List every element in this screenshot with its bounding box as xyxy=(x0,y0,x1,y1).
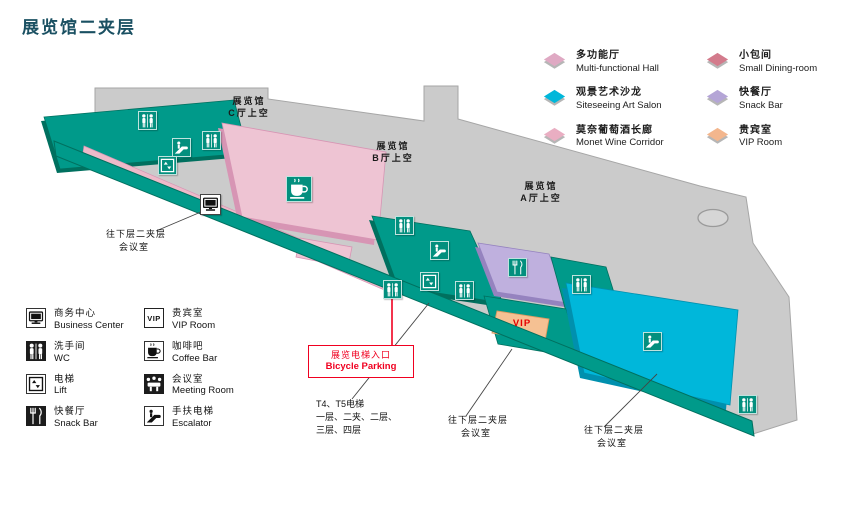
multifunctional-hall-swatch xyxy=(540,50,576,70)
legend-en: Snack Bar xyxy=(54,418,98,430)
small-dining-room-swatch xyxy=(703,50,739,70)
legend-en: Siteseeing Art Salon xyxy=(576,99,662,111)
legend-zh: 多功能厅 xyxy=(576,50,620,61)
art-salon-swatch xyxy=(540,87,576,107)
legend-zh: 商务中心 xyxy=(54,308,97,319)
legend-en: VIP Room xyxy=(739,137,783,149)
wc-icon xyxy=(26,340,46,361)
legend-zh: 会议室 xyxy=(172,373,204,385)
legend-zh: 电梯 xyxy=(54,373,76,385)
legend-en: Coffee Bar xyxy=(172,352,218,364)
legend-zh: 莫奈葡萄酒长廊 xyxy=(576,124,653,136)
vip-room-swatch xyxy=(703,125,739,145)
legend-en: Meeting Room xyxy=(172,385,234,397)
legend-zh: 快餐厅 xyxy=(54,406,86,418)
legend-zh: 手扶电梯 xyxy=(172,406,215,418)
vip-icon: VIP xyxy=(144,308,164,328)
callout-line-down-mid xyxy=(465,348,513,417)
corridor-strip xyxy=(53,140,755,437)
legend-en: Business Center xyxy=(54,319,124,331)
legend-zh: 洗手间 xyxy=(54,340,86,352)
legend-zh: 小包间 xyxy=(739,50,772,61)
legend-en: Escalator xyxy=(172,418,212,430)
legend-zh: 快餐厅 xyxy=(739,87,772,99)
callout-line-down-right xyxy=(603,373,658,428)
snack-icon xyxy=(26,406,46,427)
legend-en: Snack Bar xyxy=(739,99,783,111)
legend-zh: 咖啡吧 xyxy=(172,340,204,352)
snack-bar-swatch xyxy=(703,87,739,107)
escalator-icon xyxy=(144,406,164,427)
monet-wine-corridor-swatch xyxy=(540,125,576,145)
column-ellipse xyxy=(697,208,729,228)
legend-en: Small Dining-room xyxy=(739,62,818,74)
legend-en: Lift xyxy=(54,385,67,397)
meeting-room-icon xyxy=(144,373,164,394)
lift-icon xyxy=(26,373,46,394)
legend-en: Multi-functional Hall xyxy=(576,62,659,74)
legend-zh: 贵宾室 xyxy=(739,124,772,136)
legend-en: VIP Room xyxy=(172,319,216,331)
callout-line-down-left xyxy=(155,208,209,232)
legend-zh: 观景艺术沙龙 xyxy=(576,87,642,99)
legend-en: Monet Wine Corridor xyxy=(576,137,664,149)
page-title: 展览馆二夹层 xyxy=(22,18,136,37)
business-icon xyxy=(26,308,46,328)
legend-en: WC xyxy=(54,352,70,364)
legend-zh: 贵宾室 xyxy=(172,308,204,319)
callout-line-elevator-note xyxy=(351,302,430,400)
coffee-icon xyxy=(144,340,164,361)
